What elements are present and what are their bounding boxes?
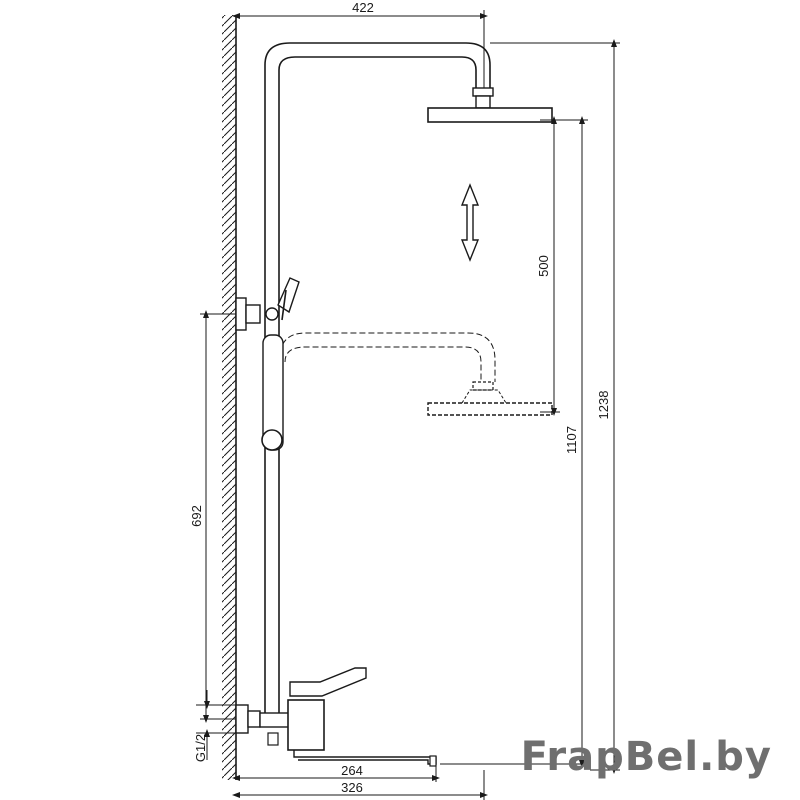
watermark-text: FrapBel.by [521, 734, 772, 780]
dimension-inlet-thread: G1/2 [193, 690, 236, 762]
bath-mixer [235, 667, 437, 767]
dim-label-inlet-thread: G1/2 [193, 734, 208, 762]
dim-label-spout-length: 264 [341, 763, 363, 778]
dimension-head-height: 1107 [440, 116, 588, 768]
dim-label-mixer-depth: 326 [341, 780, 363, 795]
dim-label-head-drop: 500 [536, 255, 551, 277]
dimension-head-drop: 500 [536, 116, 560, 416]
overhead-shower-lower [278, 332, 553, 416]
dimension-spout-length: 264 [232, 763, 440, 782]
wall [222, 15, 237, 780]
dimension-total-height: 1238 [490, 39, 620, 774]
hand-shower-holder [235, 277, 300, 451]
dimension-inlet-height: 692 [189, 310, 236, 723]
dimension-mixer-depth: 326 [232, 770, 488, 800]
shower-riser [264, 42, 494, 720]
dim-label-total-height: 1238 [596, 391, 611, 420]
dim-label-top-width: 422 [352, 0, 374, 15]
dimension-top-width: 422 [232, 0, 488, 90]
overhead-shower-upper [427, 107, 553, 123]
dim-label-head-height: 1107 [564, 426, 579, 454]
double-vertical-arrow-icon [460, 183, 480, 262]
dim-label-inlet-height: 692 [189, 505, 204, 527]
